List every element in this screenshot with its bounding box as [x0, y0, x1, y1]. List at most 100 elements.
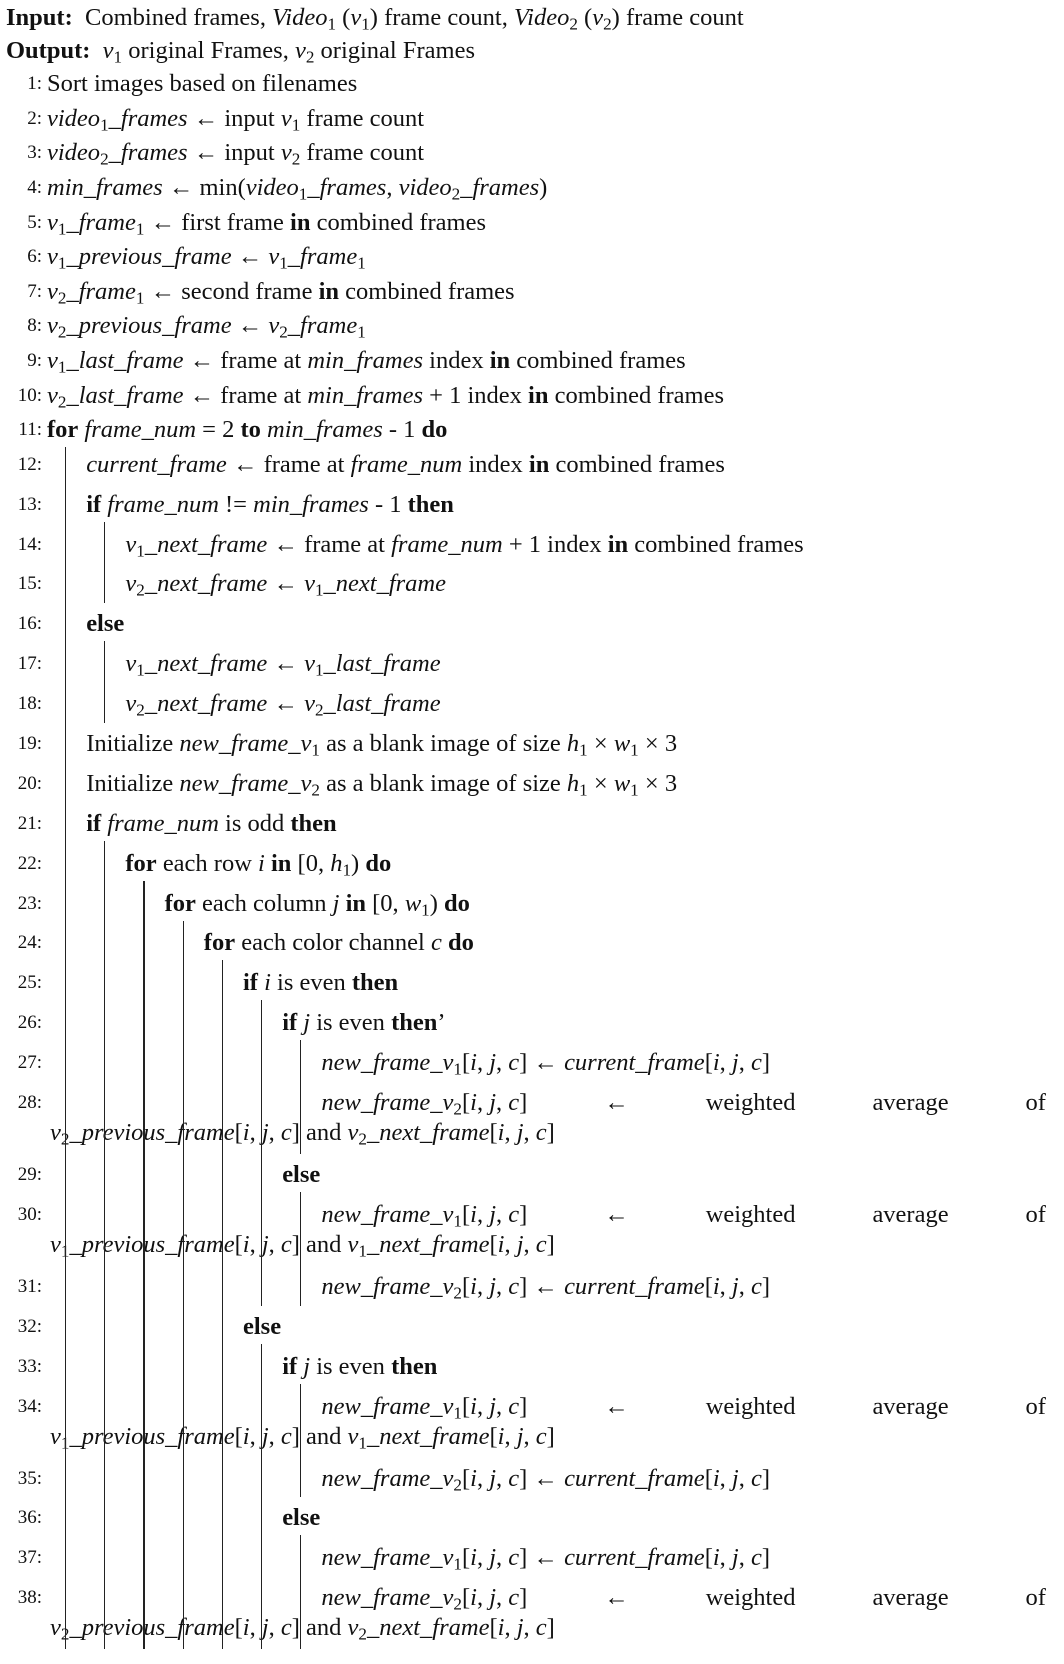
block-rule: [104, 641, 106, 723]
output-label: Output:: [6, 36, 91, 64]
algorithm-line: 2:video1_frames ← input v1 frame count: [6, 102, 1056, 137]
algorithm-line: 15: v2_next_frame ← v1_next_frame: [6, 567, 1056, 607]
line-content: for frame_num = 2 to min_frames - 1 do: [47, 416, 448, 444]
output-line: Output: v1 original Frames, v2 original …: [6, 35, 1056, 68]
algorithm-line: 35:new_frame_v2[i, j, c] ← current_frame…: [6, 1462, 1056, 1502]
algorithm-line: 20:Initialize new_frame_v2 as a blank im…: [6, 767, 1056, 807]
line-number: 8:: [27, 315, 42, 337]
output-text: v1 original Frames, v2 original Frames: [102, 36, 475, 66]
line-number: 1:: [27, 73, 42, 95]
block-rule: [261, 1000, 263, 1306]
line-number: 11:: [18, 419, 42, 441]
algorithm-line: 3:video2_frames ← input v2 frame count: [6, 136, 1056, 171]
line-number: 23:: [17, 892, 42, 914]
line-number: 17:: [17, 653, 42, 675]
line-number: 20:: [17, 772, 42, 794]
line-content: v2_frame1 ← second frame in combined fra…: [47, 277, 515, 308]
block-rule: [300, 1535, 302, 1650]
algorithm-line: 27:new_frame_v1[i, j, c] ← current_frame…: [6, 1046, 1056, 1086]
line-content: v1_next_frame ← frame at frame_num + 1 i…: [125, 530, 804, 560]
line-content: if i is even then: [243, 969, 399, 997]
input-line: Input: Combined frames, Video1 (v1) fram…: [6, 2, 1056, 35]
line-content: v1_previous_frame ← v1_frame1: [47, 243, 366, 273]
algorithm-line: 10:v2_last_frame ← frame at min_frames +…: [6, 379, 1056, 414]
line-content: video2_frames ← input v2 frame count: [47, 139, 425, 169]
block-rule: [104, 840, 106, 1650]
line-number: 14:: [17, 533, 42, 555]
line-content: video1_frames ← input v1 frame count: [47, 104, 425, 135]
line-number: 34:: [17, 1395, 42, 1417]
line-content: v1_next_frame ← v1_last_frame: [125, 650, 441, 680]
line-content: v1_last_frame ← frame at min_frames inde…: [47, 346, 686, 377]
algorithm-line: 22:for each row i in [0, h1) do: [6, 847, 1056, 887]
algorithm-line: 4:min_frames ← min(video1_frames, video2…: [6, 171, 1056, 206]
line-content: else: [86, 610, 125, 638]
line-number: 16:: [17, 613, 42, 635]
line-content: v2_next_frame ← v2_last_frame: [125, 690, 441, 720]
line-content: else: [282, 1160, 321, 1188]
line-content: for each color channel c do: [203, 929, 474, 957]
line-number: 3:: [27, 142, 42, 164]
algorithm-line: 33:if j is even then: [6, 1350, 1056, 1390]
line-number: 2:: [27, 107, 42, 129]
line-content-continued: v1_previous_frame[i, j, c] and v1_next_f…: [50, 1230, 555, 1261]
algorithm-line: 8:v2_previous_frame ← v2_frame1: [6, 309, 1056, 344]
algorithm-line: 31: new_frame_v2[i, j, c] ← current_frame…: [6, 1270, 1056, 1310]
block-rule: [300, 1191, 302, 1306]
algorithm-line: 25: if i is even then: [6, 966, 1056, 1006]
line-number: 10:: [17, 384, 42, 406]
line-content: new_frame_v2[i, j, c] ← current_frame[i,…: [321, 1272, 771, 1303]
algorithm-line: 36:else: [6, 1501, 1056, 1541]
algorithm-line: 29: else: [6, 1158, 1056, 1198]
block-rule: [143, 880, 145, 1650]
line-content: v2_previous_frame ← v2_frame1: [47, 312, 366, 342]
line-number: 26:: [17, 1012, 42, 1034]
line-content-continued: v2_previous_frame[i, j, c] and v2_next_f…: [50, 1614, 555, 1644]
algorithm-line: 12: current_frame ← frame at frame_num in…: [6, 448, 1056, 488]
line-content: new_frame_v1[i, j, c] ← current_frame[i,…: [321, 1544, 771, 1574]
block-rule: [65, 447, 67, 1650]
algorithm-line: 13:if frame_num != min_frames - 1 then: [6, 488, 1056, 528]
line-number: 36:: [17, 1507, 42, 1529]
line-number: 24:: [17, 932, 42, 954]
line-number: 18:: [17, 693, 42, 715]
line-content: for each column j in [0, w1) do: [164, 889, 470, 919]
algorithm-line: 19: Initialize new_frame_v1 as a blank im…: [6, 727, 1056, 767]
line-number: 33:: [17, 1355, 42, 1377]
algorithm-line: 26:if j is even then’: [6, 1006, 1056, 1046]
line-content: new_frame_v2[i, j, c] ← current_frame[i,…: [321, 1464, 771, 1494]
line-number: 6:: [27, 246, 42, 268]
line-content: v2_last_frame ← frame at min_frames + 1 …: [47, 381, 724, 411]
line-content: Initialize new_frame_v1 as a blank image…: [86, 729, 678, 760]
line-number: 15:: [17, 573, 42, 595]
block-rule: [261, 1343, 263, 1650]
algorithm-line: 14: v1_next_frame ← frame at frame_num + …: [6, 528, 1056, 568]
input-label: Input:: [6, 4, 73, 31]
block-rule: [104, 521, 106, 604]
line-content: Sort images based on filenames: [47, 70, 358, 98]
line-number: 25:: [17, 972, 42, 994]
algorithm-line: 9:v1_last_frame ← frame at min_frames in…: [6, 344, 1056, 379]
line-content: v1_frame1 ← first frame in combined fram…: [47, 208, 487, 238]
line-number: 19:: [17, 732, 42, 754]
line-content: if frame_num is odd then: [86, 809, 337, 837]
line-number: 12:: [17, 453, 42, 475]
line-number: 27:: [17, 1052, 42, 1074]
input-text: Combined frames, Video1 (v1) frame count…: [84, 4, 744, 34]
line-content: v2_next_frame ← v1_next_frame: [125, 570, 446, 600]
algorithm-line: 32:else: [6, 1310, 1056, 1350]
line-number: 29:: [17, 1163, 42, 1185]
line-content: current_frame ← frame at frame_num index…: [86, 450, 725, 478]
algorithm-line: 5:v1_frame1 ← first frame in combined fr…: [6, 206, 1056, 241]
algorithm-listing: Input: Combined frames, Video1 (v1) fram…: [6, 2, 1056, 1653]
line-number: 31:: [17, 1275, 42, 1297]
line-content: else: [243, 1312, 282, 1340]
